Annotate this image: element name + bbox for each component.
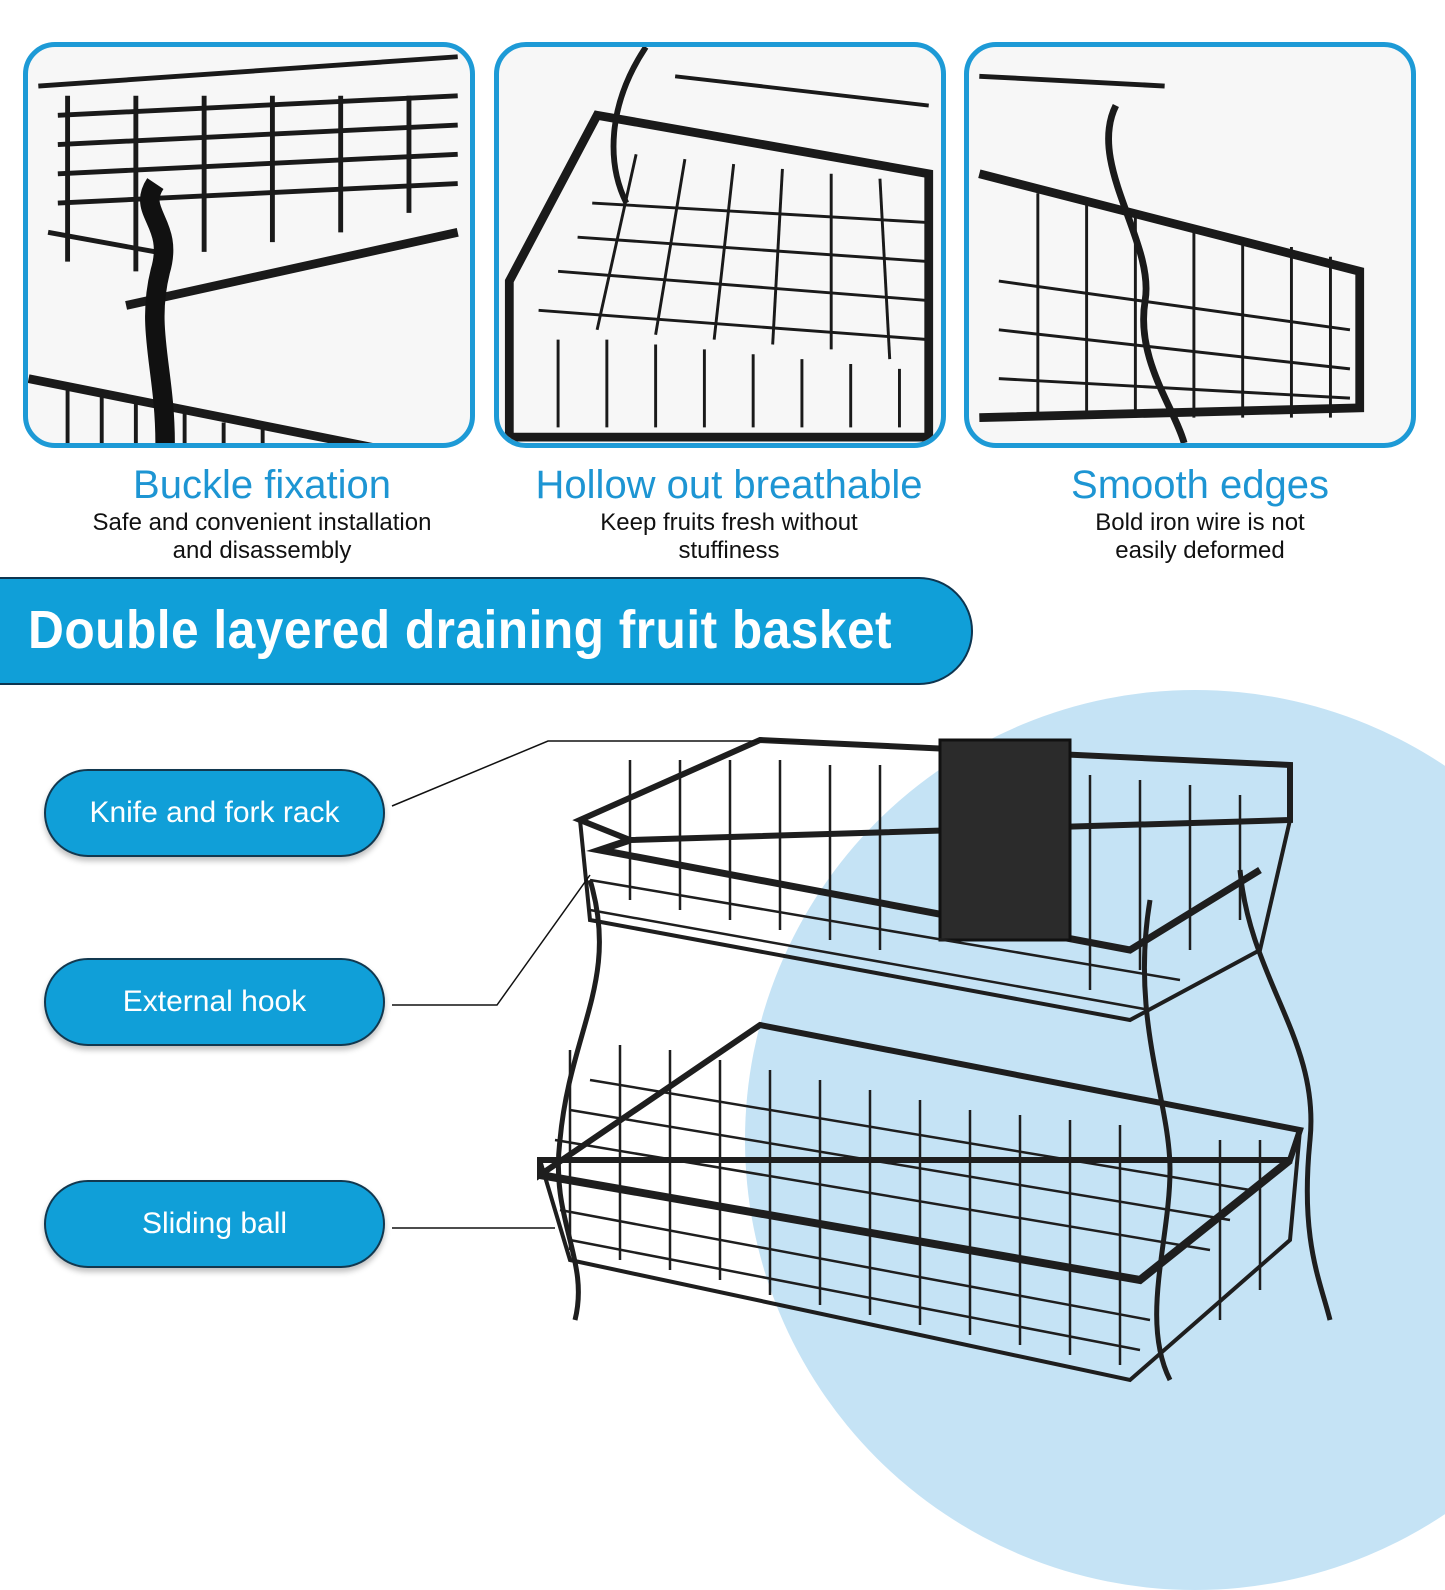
feature-description-line: Safe and convenient installation <box>92 509 432 536</box>
basket-edge-detail-image <box>978 73 1365 443</box>
callout-knife-fork-rack: Knife and fork rack <box>44 769 385 857</box>
feature-description-line: easily deformed <box>1115 537 1285 564</box>
callout-external-hook: External hook <box>44 958 385 1046</box>
feature-description-line: Bold iron wire is not <box>1095 509 1305 536</box>
two-tier-basket-image <box>537 736 1333 1383</box>
feature-description-line: Keep fruits fresh without <box>600 509 858 536</box>
feature-title: Smooth edges <box>1071 463 1329 507</box>
feature-edges: Smooth edges Bold iron wire is not easil… <box>965 462 1435 564</box>
banner-title: Double layered draining fruit basket <box>28 600 893 660</box>
callout-label: Knife and fork rack <box>89 796 340 829</box>
feature-title: Buckle fixation <box>133 463 391 507</box>
callout-label: External hook <box>122 985 307 1018</box>
background-circle <box>745 690 1445 1590</box>
feature-title: Hollow out breathable <box>535 463 923 507</box>
detail-image-edges <box>964 42 1416 448</box>
callout-label: Sliding ball <box>141 1207 288 1240</box>
basket-mesh-detail-image <box>504 47 934 442</box>
feature-hollow: Hollow out breathable Keep fruits fresh … <box>494 462 964 564</box>
detail-image-hollow <box>494 42 946 448</box>
detail-image-buckle <box>23 42 475 448</box>
feature-description-line: and disassembly <box>172 537 352 564</box>
feature-buckle: Buckle fixation Safe and convenient inst… <box>27 462 497 564</box>
feature-description-line: stuffiness <box>678 537 780 564</box>
title-banner: Double layered draining fruit basket <box>0 577 973 685</box>
callout-sliding-ball: Sliding ball <box>44 1180 385 1268</box>
basket-hook-detail-image <box>28 54 459 443</box>
